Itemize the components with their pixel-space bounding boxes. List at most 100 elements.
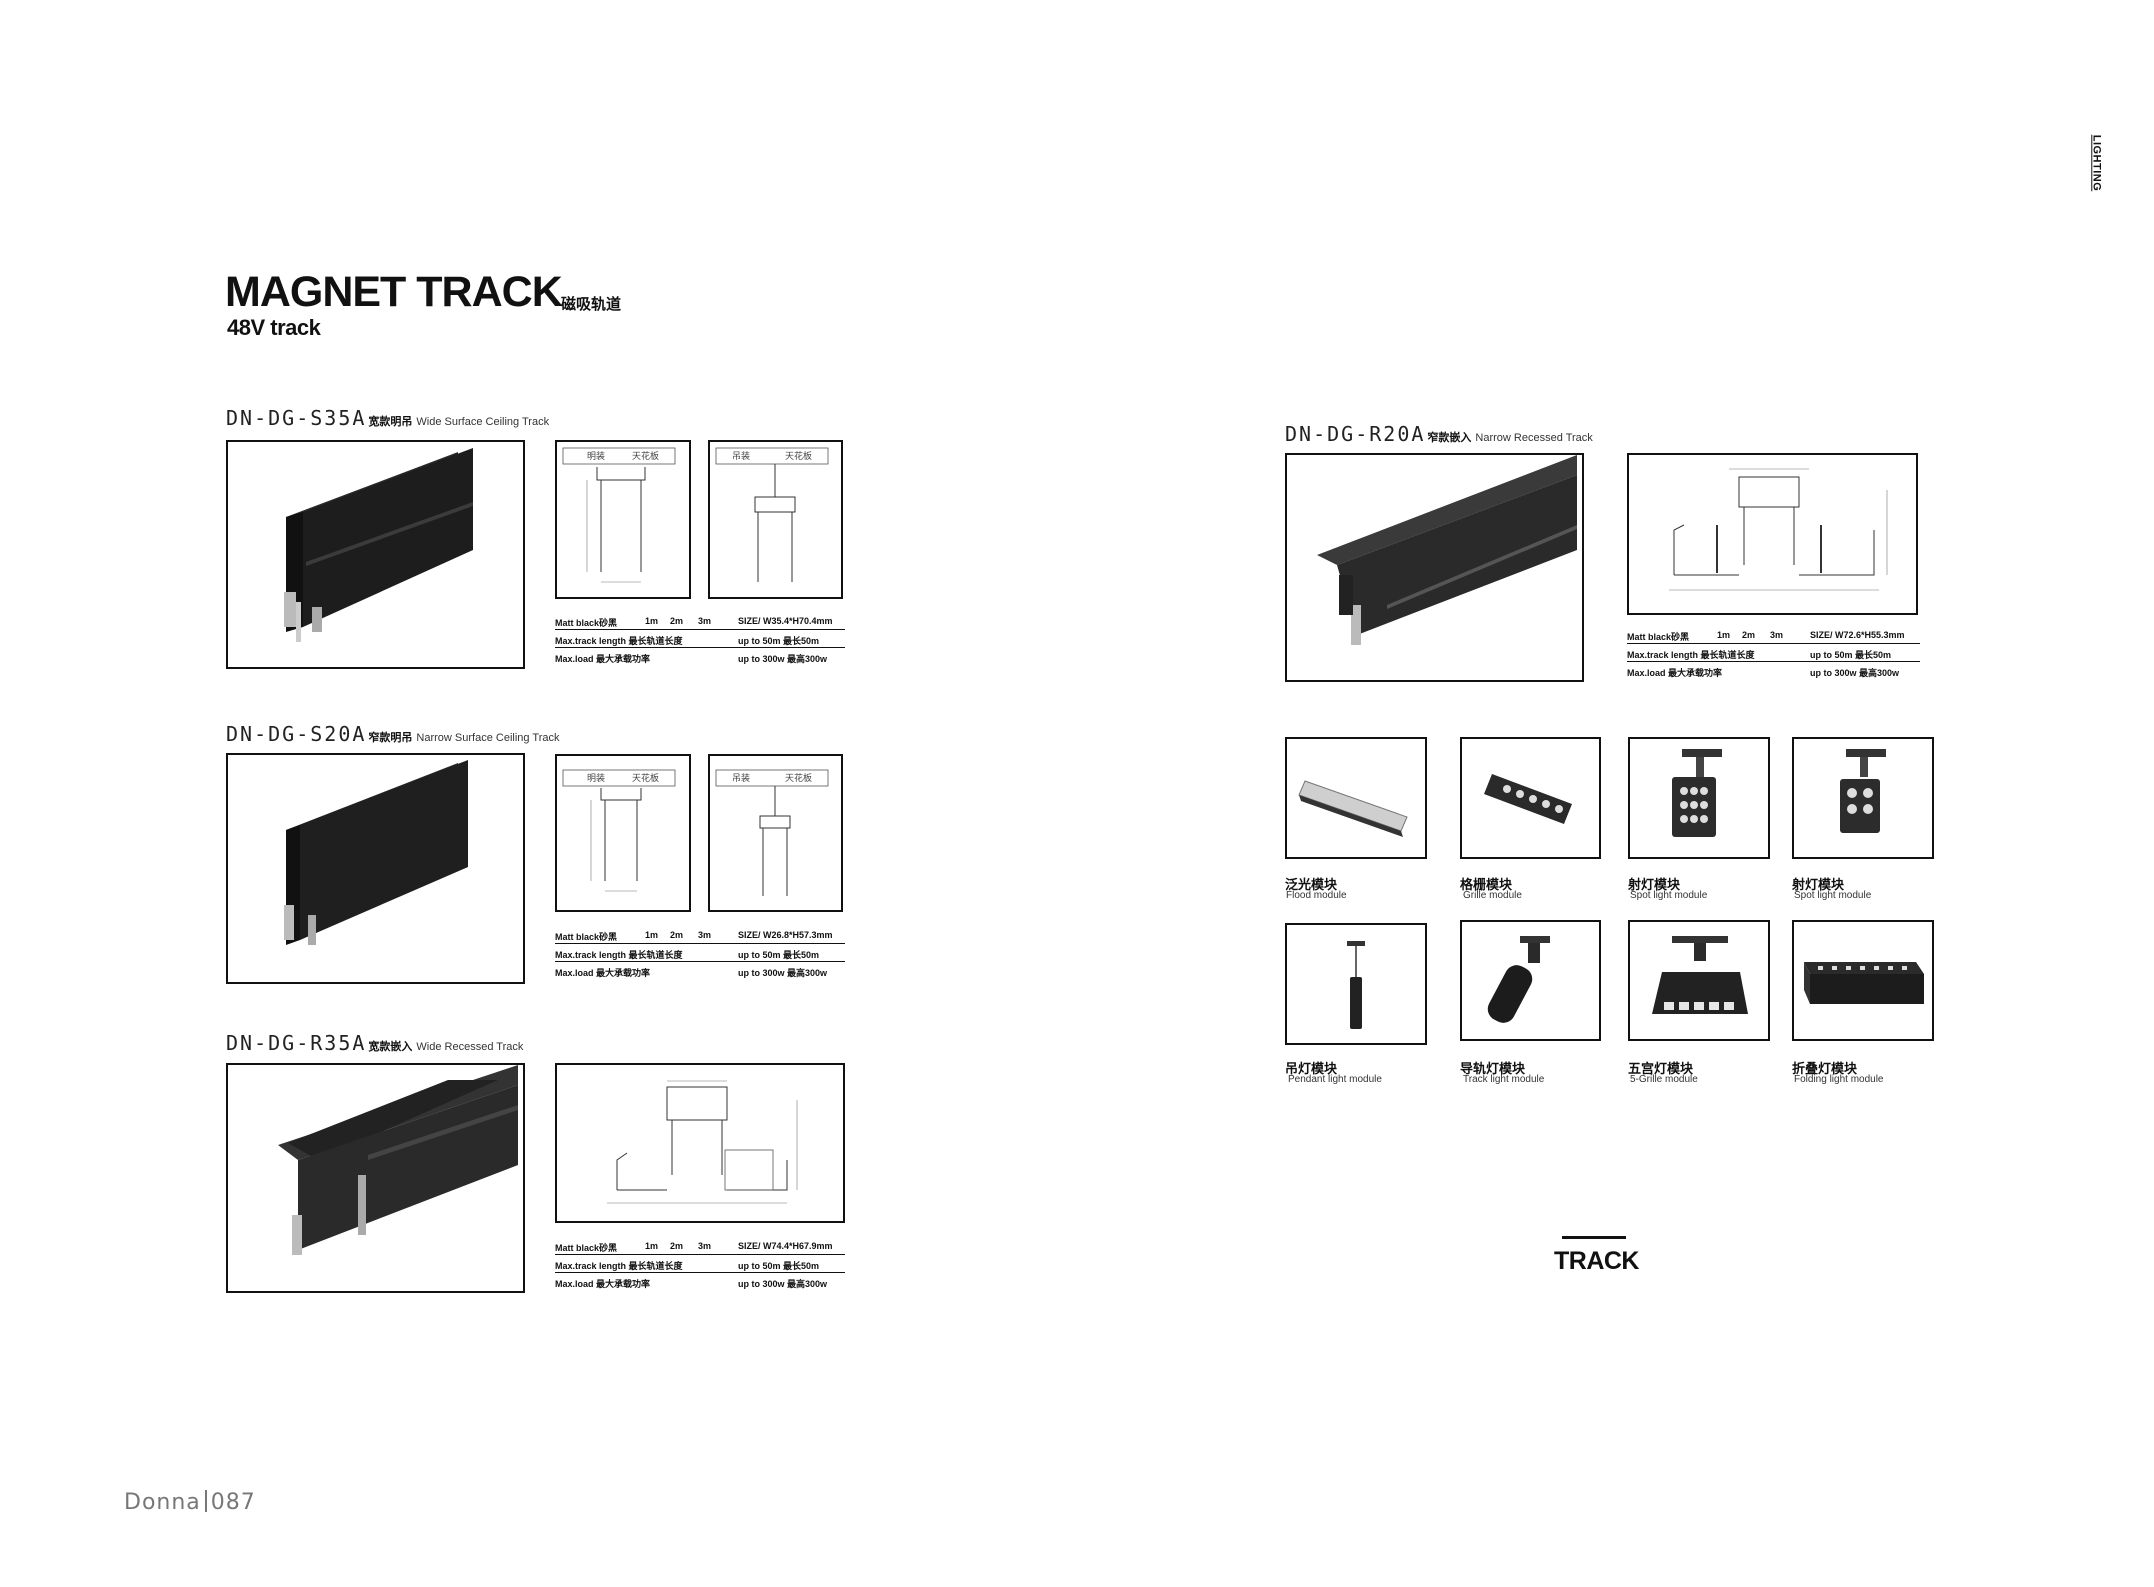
- product-code: DN-DG-S35A: [226, 406, 367, 430]
- module-name-en: Flood module: [1286, 890, 1347, 901]
- drawing-recessed-r20a: [1627, 453, 1918, 615]
- diagram-label: 天花板: [785, 772, 812, 783]
- dimension-drawing: 吊装 天花板: [715, 447, 829, 582]
- spot-module-icon: [1840, 749, 1886, 833]
- spec-length: 3m: [698, 1241, 712, 1251]
- grille-module-icon: [1484, 774, 1572, 824]
- diagram-label: 天花板: [632, 772, 659, 783]
- module-spot-1: [1628, 737, 1770, 859]
- module-name-en: Spot light module: [1630, 890, 1708, 901]
- track-profile-image: [284, 760, 468, 945]
- diagram-label: 天花板: [632, 450, 659, 461]
- spec-length: 1m: [645, 930, 659, 940]
- module-grille: [1460, 737, 1601, 859]
- specs-row: Max.track length 最长轨道长度 up to 50m 最长50m: [555, 1255, 845, 1273]
- module-name-cn: 折叠灯模块: [1792, 1061, 1858, 1076]
- specs-row: Max.load 最大承载功率 up to 300w 最高300w: [555, 962, 845, 980]
- product-name-en: Narrow Recessed Track: [1475, 432, 1593, 444]
- module-name-en: 5-Grille module: [1630, 1074, 1698, 1085]
- specs-row: Matt black砂黑 1m 2m 3m SIZE/ W74.4*H67.9m…: [555, 1237, 845, 1255]
- spec-length: 1m: [645, 1241, 659, 1251]
- specs-row: Max.load 最大承载功率 up to 300w 最高300w: [1627, 662, 1920, 680]
- drawing-pendant-s20a: 吊装 天花板: [708, 754, 843, 912]
- spec-length: 3m: [698, 616, 712, 626]
- module-track-light: [1460, 920, 1601, 1041]
- spec-label: Max.load 最大承载功率: [555, 654, 651, 664]
- spec-finish: Matt black砂黑: [555, 932, 618, 942]
- module-5-grille: [1628, 920, 1770, 1041]
- spec-value: up to 300w 最高300w: [738, 1279, 828, 1289]
- spec-finish: Matt black砂黑: [555, 618, 618, 628]
- module-name-cn: 五宫灯模块: [1628, 1061, 1694, 1076]
- page-title: MAGNET TRACK: [225, 268, 563, 316]
- diagram-label: 天花板: [785, 450, 812, 461]
- drawing-pendant-s35a: 吊装 天花板: [708, 440, 843, 599]
- drawing-recessed-r35a: [555, 1063, 845, 1223]
- module-flood: [1285, 737, 1427, 859]
- page-subtitle: 48V track: [227, 315, 321, 340]
- spec-value: up to 300w 最高300w: [738, 968, 828, 978]
- dimension-drawing: [1669, 468, 1888, 591]
- product-photo-s20a: [226, 753, 525, 984]
- spec-length: 2m: [670, 930, 684, 940]
- module-name-en: Pendant light module: [1288, 1074, 1382, 1085]
- module-pendant: [1285, 923, 1427, 1045]
- spec-label: Max.load 最大承载功率: [555, 1279, 651, 1289]
- spec-size: SIZE/ W72.6*H55.3mm: [1810, 630, 1905, 640]
- product-name-en: Wide Surface Ceiling Track: [416, 416, 550, 428]
- module-folding: [1792, 920, 1934, 1041]
- spec-label: Max.track length 最长轨道长度: [555, 950, 683, 960]
- product-name-cn: 宽款明吊: [368, 416, 413, 428]
- product-code: DN-DG-R20A: [1285, 422, 1426, 446]
- flood-module-icon: [1298, 780, 1408, 837]
- diagram-label: 明装: [587, 450, 605, 461]
- spec-size: SIZE/ W74.4*H67.9mm: [738, 1241, 833, 1251]
- spec-value: up to 50m 最长50m: [1810, 650, 1892, 660]
- specs-table-r20a: Matt black砂黑 1m 2m 3m SIZE/ W72.6*H55.3m…: [1627, 626, 1920, 680]
- footer-brand: Donna: [124, 1490, 201, 1515]
- spec-label: Max.load 最大承载功率: [555, 968, 651, 978]
- module-spot-2: [1792, 737, 1934, 859]
- drawing-surface-s35a: 明装 天花板: [555, 440, 691, 599]
- product-name-cn: 窄款嵌入: [1427, 432, 1472, 444]
- spec-finish: Matt black砂黑: [555, 1243, 618, 1253]
- product-name-cn: 窄款明吊: [368, 732, 413, 744]
- grille-5-module-icon: [1652, 936, 1748, 1014]
- spec-size: SIZE/ W35.4*H70.4mm: [738, 616, 833, 626]
- spec-length: 2m: [670, 1241, 684, 1251]
- module-name-en: Track light module: [1463, 1074, 1545, 1085]
- spec-size: SIZE/ W26.8*H57.3mm: [738, 930, 833, 940]
- spec-length: 1m: [1717, 630, 1731, 640]
- dimension-drawing: [607, 1080, 798, 1204]
- dimension-drawing: 明装 天花板: [562, 769, 676, 892]
- module-name-cn: 导轨灯模块: [1460, 1061, 1526, 1076]
- module-name-cn: 格栅模块: [1460, 877, 1513, 892]
- folding-module-icon: [1804, 962, 1924, 1004]
- spec-finish: Matt black砂黑: [1627, 632, 1690, 642]
- section-label: TRACK: [1554, 1247, 1640, 1275]
- product-code: DN-DG-R35A: [226, 1031, 367, 1055]
- specs-row: Max.track length 最长轨道长度 up to 50m 最长50m: [555, 944, 845, 962]
- spec-length: 3m: [698, 930, 712, 940]
- specs-row: Matt black砂黑 1m 2m 3m SIZE/ W26.8*H57.3m…: [555, 926, 845, 944]
- module-name-en: Grille module: [1463, 890, 1522, 901]
- product-name-cn: 宽款嵌入: [368, 1041, 413, 1053]
- footer-divider: [204, 1490, 207, 1512]
- specs-table-s35a: Matt black砂黑 1m 2m 3m SIZE/ W35.4*H70.4m…: [555, 612, 845, 666]
- module-name-en: Spot light module: [1794, 890, 1872, 901]
- spec-length: 2m: [670, 616, 684, 626]
- spec-label: Max.track length 最长轨道长度: [1627, 650, 1755, 660]
- spot-module-icon: [1672, 749, 1722, 837]
- side-tab-label: LIGHTING: [2090, 134, 2102, 192]
- module-name-cn: 射灯模块: [1792, 877, 1845, 892]
- dimension-drawing: 吊装 天花板: [715, 769, 829, 896]
- product-name-en: Wide Recessed Track: [416, 1041, 524, 1053]
- spec-value: up to 50m 最长50m: [738, 1261, 820, 1271]
- spec-label: Max.track length 最长轨道长度: [555, 636, 683, 646]
- section-rule: [1562, 1236, 1626, 1239]
- track-profile-image: [1317, 455, 1577, 645]
